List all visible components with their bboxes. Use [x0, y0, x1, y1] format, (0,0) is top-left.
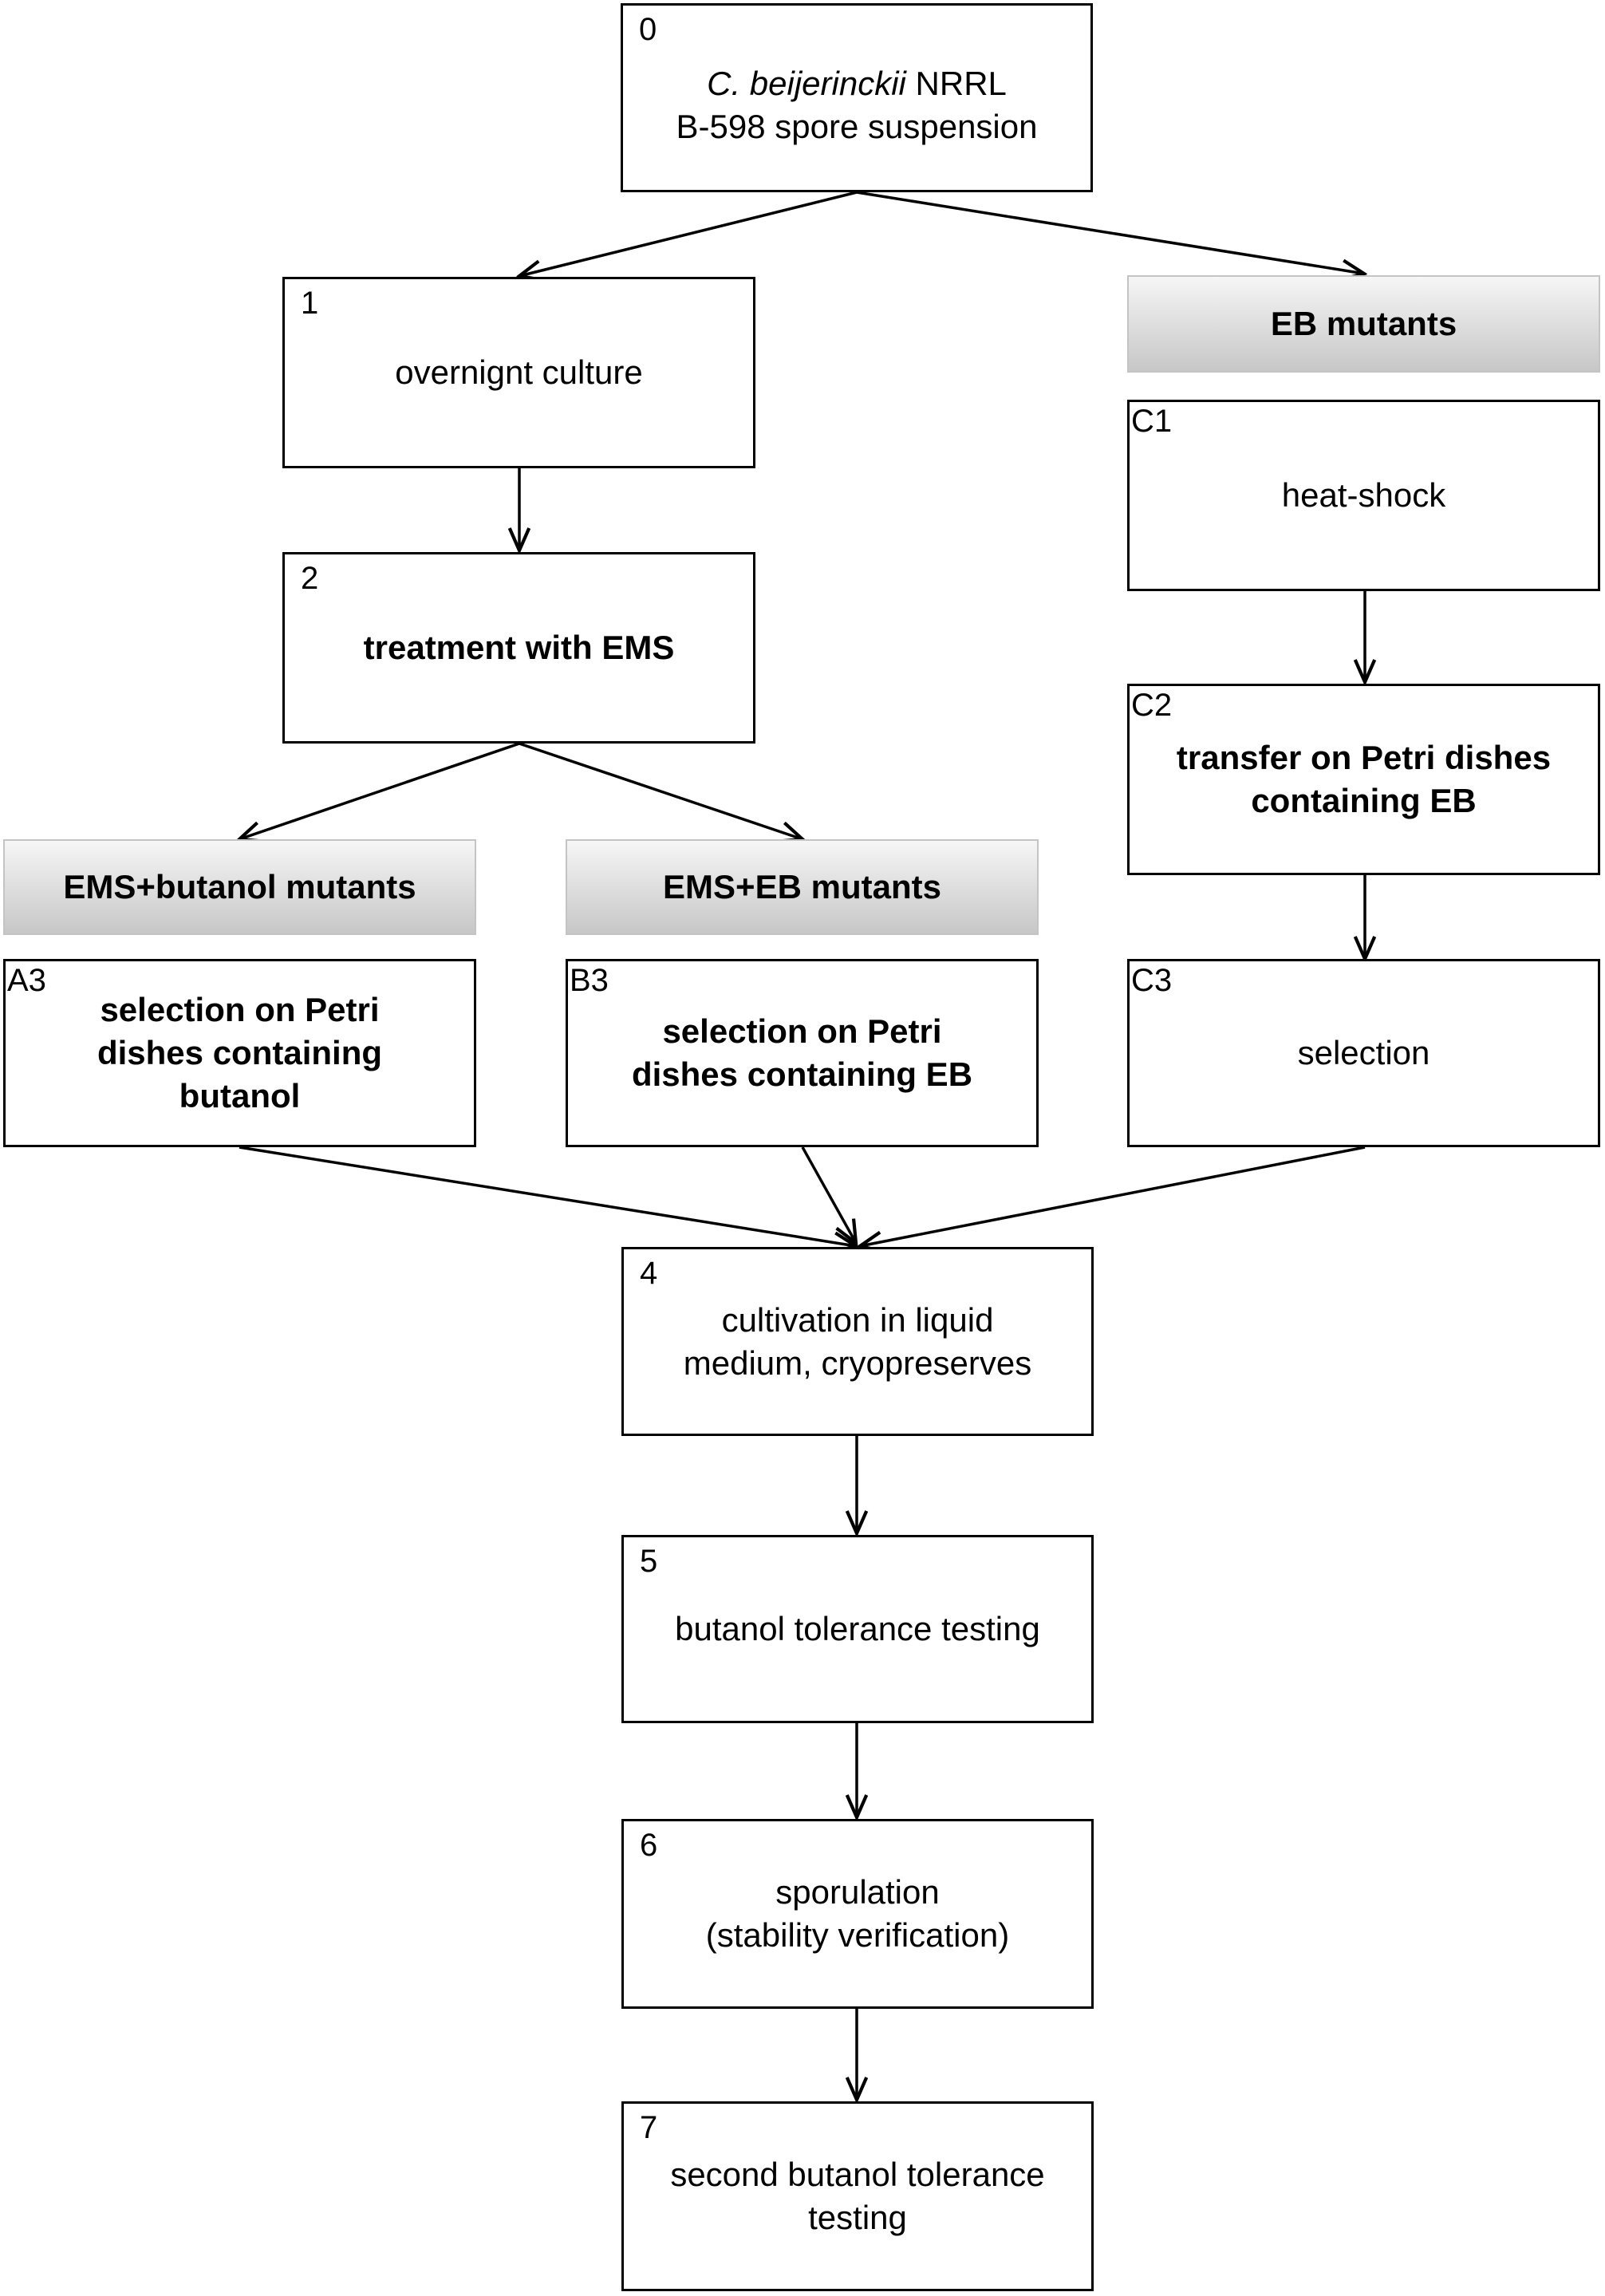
step-1-box: 1 overnignt culture — [282, 277, 755, 468]
step-5-number: 5 — [640, 1544, 658, 1579]
step-0-box: 0 C. beijerinckii NRRL B-598 spore suspe… — [621, 3, 1093, 192]
step-7-line2: testing — [808, 2199, 907, 2236]
step-a3-text: selection on Petri dishes containing but… — [6, 988, 474, 1118]
step-c1-number: C1 — [1131, 404, 1173, 439]
step-5-text: butanol tolerance testing — [675, 1610, 1040, 1647]
step-c1-text: heat-shock — [1281, 476, 1446, 514]
step-a3-line3: butanol — [179, 1077, 301, 1114]
step-4-line1: cultivation in liquid — [721, 1300, 994, 1339]
step-6-number: 6 — [640, 1828, 658, 1863]
step-7-text: second butanol tolerance testing — [624, 2153, 1091, 2239]
step-6-line1: sporulation — [775, 1873, 940, 1911]
arrow-2-to-ems-eb — [519, 742, 802, 839]
step-a3-line1: selection on Petri — [100, 991, 380, 1028]
step-4-line2: medium, cryopreserves — [683, 1343, 1032, 1382]
arrow-c3-to-4 — [860, 1146, 1366, 1246]
arrow-0-to-eb-mutants — [856, 191, 1364, 274]
step-c3-text: selection — [1297, 1034, 1430, 1071]
step-0-number: 0 — [639, 12, 657, 47]
step-6-line2: (stability verification) — [705, 1916, 1010, 1954]
step-c3-number: C3 — [1131, 963, 1173, 998]
step-0-line2: B-598 spore suspension — [676, 107, 1038, 145]
step-a3-number: A3 — [7, 963, 46, 998]
arrow-a3-to-4 — [239, 1146, 856, 1246]
step-b3-line2: dishes containing EB — [631, 1055, 973, 1093]
arrow-2-to-ems-butanol — [239, 742, 520, 839]
step-b3-number: B3 — [570, 963, 609, 998]
step-4-box: 4 cultivation in liquid medium, cryopres… — [621, 1247, 1094, 1436]
arrow-b3-to-4 — [801, 1146, 856, 1243]
step-b3-text: selection on Petri dishes containing EB — [568, 1010, 1036, 1096]
step-c2-box: C2 transfer on Petri dishes containing E… — [1127, 684, 1600, 875]
step-1-text: overnignt culture — [395, 353, 643, 391]
species-name: C. beijerinckii — [707, 64, 906, 102]
step-1-number: 1 — [301, 286, 319, 321]
step-2-text: treatment with EMS — [363, 629, 675, 666]
header-ems-butanol-mutants: EMS+butanol mutants — [3, 839, 476, 935]
step-c2-line2: containing EB — [1251, 782, 1477, 819]
step-4-number: 4 — [640, 1256, 658, 1291]
step-c1-box: C1 heat-shock — [1127, 400, 1600, 591]
step-0-text: C. beijerinckii NRRL B-598 spore suspens… — [623, 62, 1090, 148]
step-5-box: 5 butanol tolerance testing — [621, 1535, 1094, 1723]
step-a3-line2: dishes containing — [97, 1034, 383, 1071]
header-ems-eb-mutants: EMS+EB mutants — [566, 839, 1039, 935]
step-c2-line1: transfer on Petri dishes — [1176, 739, 1552, 776]
step-7-line1: second butanol tolerance — [670, 2156, 1045, 2193]
step-2-number: 2 — [301, 561, 319, 596]
step-6-box: 6 sporulation (stability verification) — [621, 1819, 1094, 2009]
step-7-box: 7 second butanol tolerance testing — [621, 2101, 1094, 2291]
step-b3-box: B3 selection on Petri dishes containing … — [566, 959, 1039, 1147]
step-c3-box: C3 selection — [1127, 959, 1600, 1147]
step-a3-box: A3 selection on Petri dishes containing … — [3, 959, 476, 1147]
step-2-box: 2 treatment with EMS — [282, 552, 755, 744]
step-6-text: sporulation (stability verification) — [624, 1871, 1091, 1957]
header-eb-mutants: EB mutants — [1127, 275, 1600, 373]
arrow-0-to-1 — [519, 191, 858, 276]
step-b3-line1: selection on Petri — [662, 1012, 942, 1050]
step-c2-text: transfer on Petri dishes containing EB — [1130, 736, 1598, 823]
step-c2-number: C2 — [1131, 688, 1173, 723]
strain-label: NRRL — [905, 64, 1007, 102]
step-7-number: 7 — [640, 2110, 658, 2145]
step-4-text: cultivation in liquid medium, cryopreser… — [624, 1299, 1091, 1385]
